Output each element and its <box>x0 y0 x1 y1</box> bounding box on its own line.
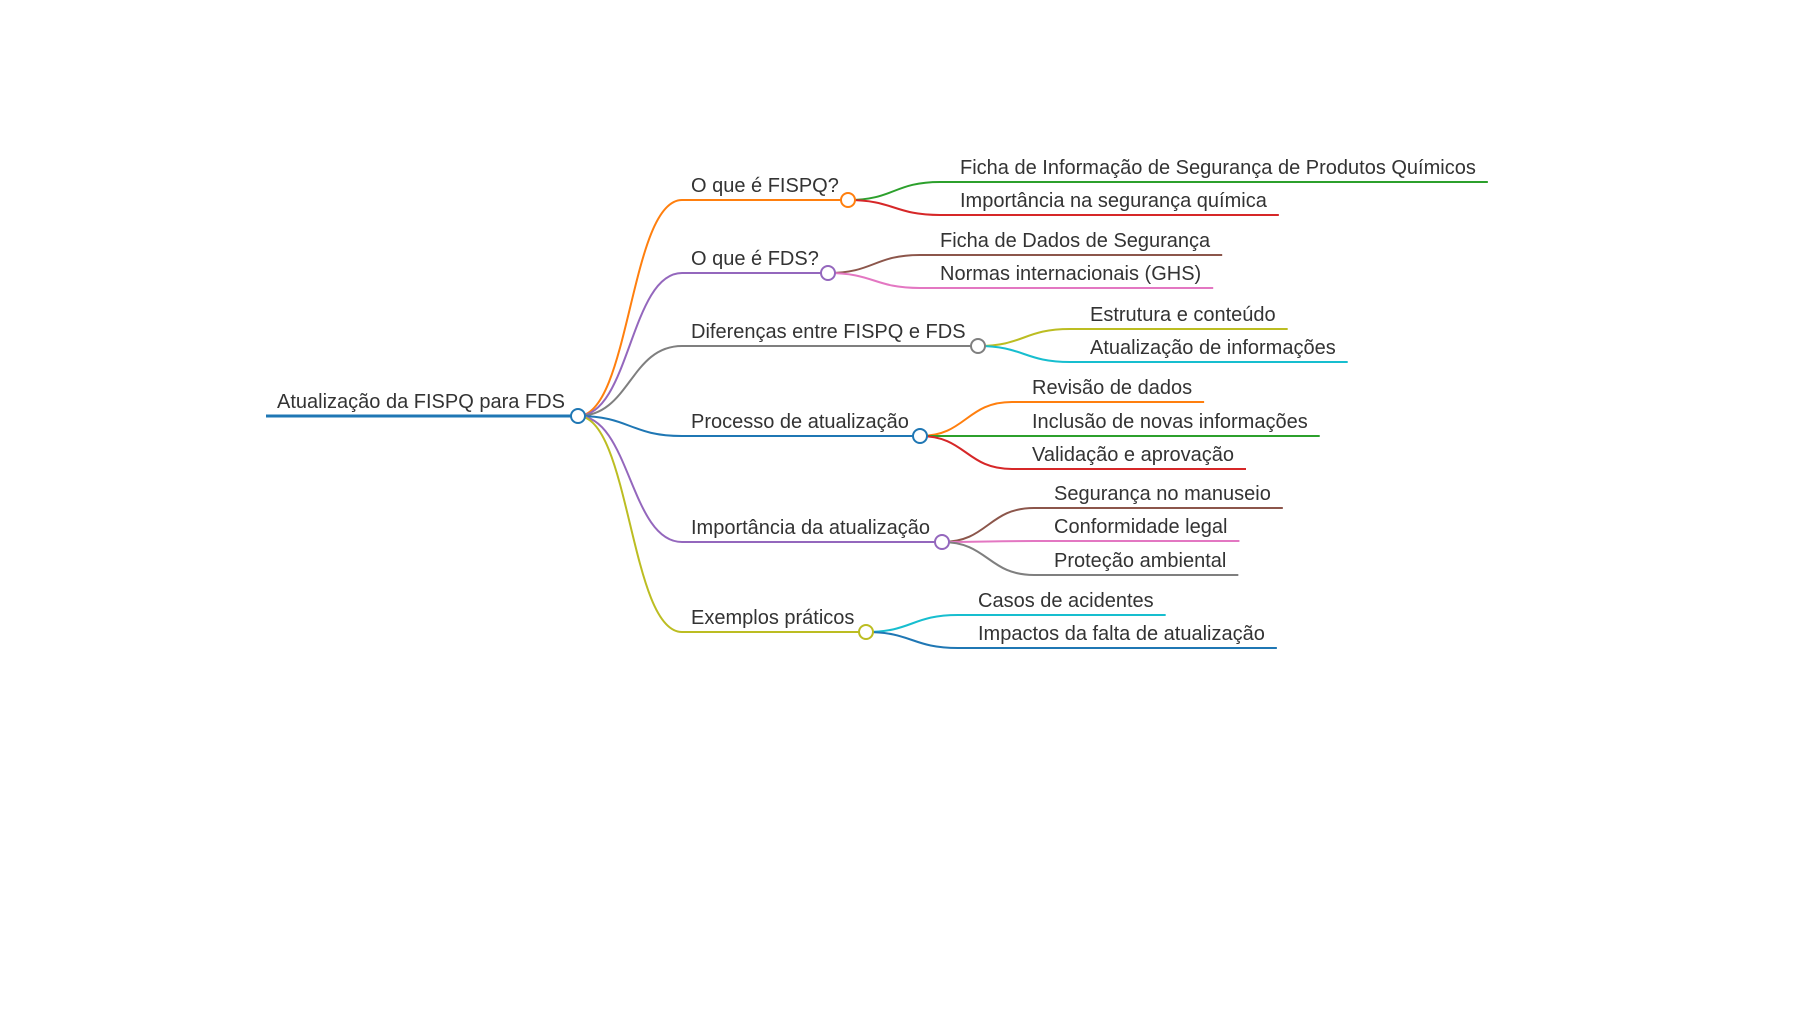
branch-edge <box>577 345 683 417</box>
leaf-node-label: Casos de acidentes <box>978 590 1154 612</box>
branch-collapse-toggle[interactable] <box>840 192 856 208</box>
leaf-node-label: Proteção ambiental <box>1054 550 1226 572</box>
branch-node-label: O que é FISPQ? <box>691 175 839 197</box>
branch-collapse-toggle[interactable] <box>934 534 950 550</box>
leaf-edge <box>847 181 1488 201</box>
branch-node-label: O que é FDS? <box>691 248 819 270</box>
leaf-edge <box>941 540 1240 543</box>
leaf-edge <box>827 272 1214 289</box>
branch-edge <box>577 272 683 417</box>
branch-collapse-toggle[interactable] <box>820 265 836 281</box>
leaf-edge <box>865 614 1166 633</box>
leaf-node-label: Atualização de informações <box>1090 337 1336 359</box>
root-collapse-toggle[interactable] <box>570 408 586 424</box>
branch-collapse-toggle[interactable] <box>912 428 928 444</box>
branch-node-label: Exemplos práticos <box>691 607 854 629</box>
leaf-edge <box>977 345 1348 363</box>
branch-edge <box>577 415 683 633</box>
leaf-edge <box>919 435 1246 470</box>
leaf-node-label: Conformidade legal <box>1054 516 1227 538</box>
leaf-node-label: Estrutura e conteúdo <box>1090 304 1276 326</box>
leaf-node-label: Validação e aprovação <box>1032 444 1234 466</box>
leaf-node-label: Ficha de Informação de Segurança de Prod… <box>960 157 1476 179</box>
branch-collapse-toggle[interactable] <box>970 338 986 354</box>
leaf-node-label: Revisão de dados <box>1032 377 1192 399</box>
leaf-node-label: Inclusão de novas informações <box>1032 411 1308 433</box>
branch-node-label: Diferenças entre FISPQ e FDS <box>691 321 966 343</box>
leaf-node-label: Impactos da falta de atualização <box>978 623 1265 645</box>
leaf-edge <box>865 631 1277 649</box>
root-node-label: Atualização da FISPQ para FDS <box>277 391 565 413</box>
leaf-node-label: Normas internacionais (GHS) <box>940 263 1201 285</box>
branch-node-label: Processo de atualização <box>691 411 909 433</box>
leaf-node-label: Importância na segurança química <box>960 190 1268 212</box>
branch-edge <box>577 199 683 417</box>
leaf-edge <box>847 199 1279 216</box>
leaf-edge <box>941 541 1239 576</box>
branch-collapse-toggle[interactable] <box>858 624 874 640</box>
branch-node-label: Importância da atualização <box>691 517 930 539</box>
branch-edge <box>577 415 683 437</box>
leaf-edge <box>827 254 1223 274</box>
mindmap-edges <box>266 181 1488 649</box>
leaf-edge <box>977 328 1288 347</box>
leaf-edge <box>919 401 1205 437</box>
leaf-edge <box>941 507 1283 543</box>
mindmap-nodes: Atualização da FISPQ para FDS O que é FIS… <box>277 157 1476 645</box>
leaf-node-label: Segurança no manuseio <box>1054 483 1271 505</box>
leaf-node-label: Ficha de Dados de Segurança <box>940 230 1211 252</box>
branch-edge <box>577 415 683 543</box>
